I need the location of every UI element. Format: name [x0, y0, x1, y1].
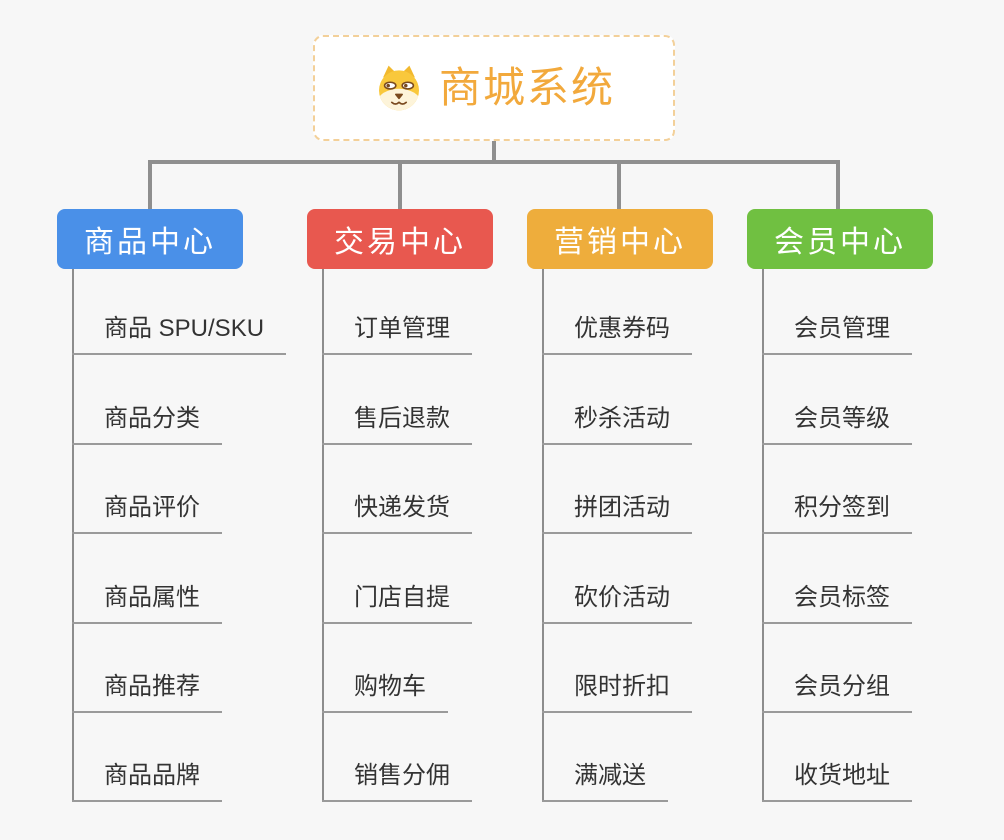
leaf-node[interactable]: 会员等级	[762, 403, 912, 445]
branch-label: 营销中心	[554, 226, 686, 259]
connector-stub	[836, 160, 840, 209]
root-title: 商城系统	[438, 64, 615, 111]
branch-marketing-center[interactable]: 营销中心	[527, 209, 713, 269]
leaf-node[interactable]: 商品评价	[72, 492, 222, 534]
leaf-node[interactable]: 销售分佣	[322, 760, 472, 802]
leaf-node[interactable]: 限时折扣	[542, 671, 692, 713]
leaf-node[interactable]: 商品分类	[72, 403, 222, 445]
leaf-node[interactable]: 订单管理	[322, 313, 472, 355]
branch-label: 会员中心	[774, 226, 906, 259]
leaf-node[interactable]: 商品属性	[72, 582, 222, 624]
root-node[interactable]: 商城系统	[313, 35, 675, 141]
leaf-node[interactable]: 售后退款	[322, 403, 472, 445]
branch-member-center[interactable]: 会员中心	[747, 209, 933, 269]
leaf-node[interactable]: 拼团活动	[542, 492, 692, 534]
leaf-node[interactable]: 满减送	[542, 760, 668, 802]
branch-trunk	[542, 269, 544, 802]
branch-trunk	[72, 269, 74, 802]
branch-label: 交易中心	[334, 226, 466, 259]
leaf-node[interactable]: 购物车	[322, 671, 448, 713]
leaf-node[interactable]: 收货地址	[762, 760, 912, 802]
connector-stub	[398, 160, 402, 209]
leaf-node[interactable]: 会员标签	[762, 582, 912, 624]
branch-trunk	[322, 269, 324, 802]
shiba-dog-icon	[378, 65, 419, 111]
connector-horizontal-bus	[148, 160, 840, 164]
connector-stub	[148, 160, 152, 209]
leaf-node[interactable]: 商品 SPU/SKU	[72, 313, 287, 355]
leaf-node[interactable]: 优惠券码	[542, 313, 692, 355]
branch-label: 商品中心	[84, 226, 216, 259]
connector-root-trunk	[492, 141, 496, 162]
leaf-node[interactable]: 积分签到	[762, 492, 912, 534]
leaf-node[interactable]: 商品品牌	[72, 760, 222, 802]
branch-trade-center[interactable]: 交易中心	[307, 209, 493, 269]
leaf-node[interactable]: 商品推荐	[72, 671, 222, 713]
branch-trunk	[762, 269, 764, 802]
leaf-node[interactable]: 会员分组	[762, 671, 912, 713]
leaf-node[interactable]: 门店自提	[322, 582, 472, 624]
leaf-node[interactable]: 砍价活动	[542, 582, 692, 624]
leaf-node[interactable]: 快递发货	[322, 492, 472, 534]
branch-product-center[interactable]: 商品中心	[57, 209, 243, 269]
connector-stub	[617, 160, 621, 209]
leaf-node[interactable]: 会员管理	[762, 313, 912, 355]
leaf-node[interactable]: 秒杀活动	[542, 403, 692, 445]
